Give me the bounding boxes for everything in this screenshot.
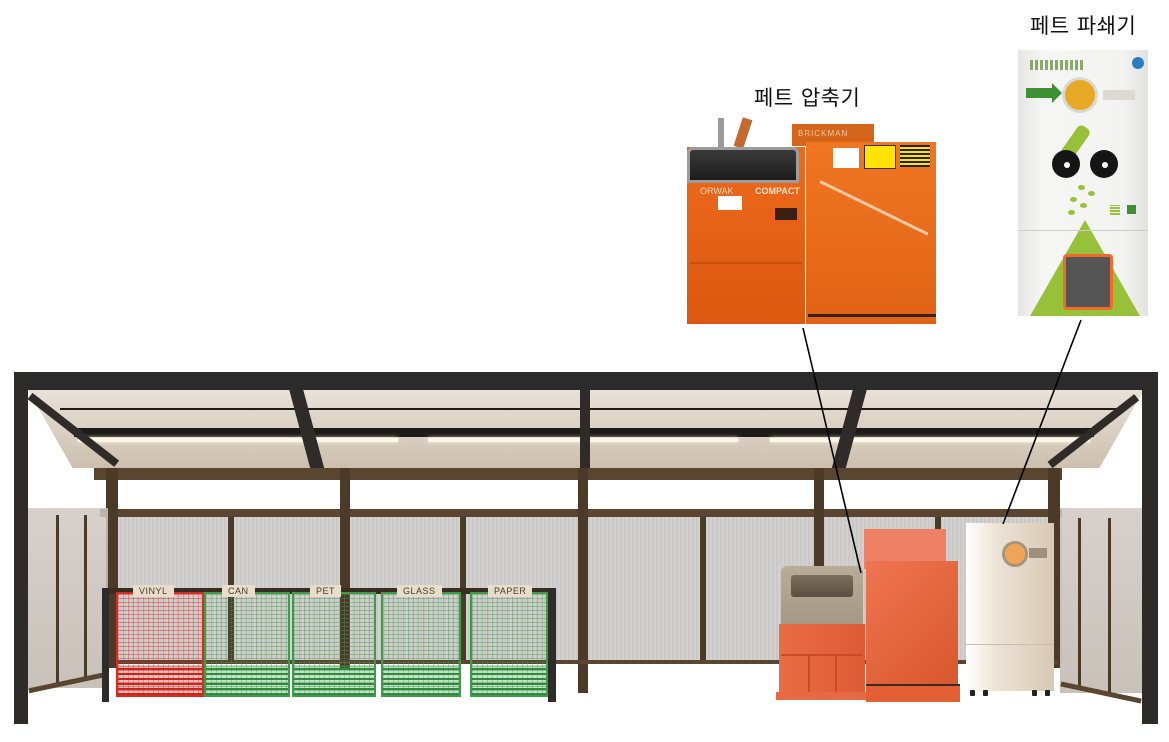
bin-base bbox=[118, 665, 202, 695]
back-post bbox=[340, 468, 350, 668]
shredder-insert-port bbox=[1002, 541, 1028, 567]
side-wall-left bbox=[28, 508, 108, 688]
corner-post-right bbox=[1142, 372, 1158, 724]
shredder-control-panel bbox=[1029, 548, 1047, 558]
globe-logo-icon bbox=[1132, 57, 1144, 69]
baler-body bbox=[866, 561, 958, 686]
shredder-wheel bbox=[1032, 690, 1037, 696]
bin-label-can: CAN bbox=[222, 585, 255, 597]
corner-post-left bbox=[14, 372, 28, 724]
shredder-seam bbox=[966, 644, 1054, 645]
bin-label-paper: PAPER bbox=[488, 585, 533, 597]
pellet-icon bbox=[1068, 210, 1075, 215]
bin-vinyl[interactable] bbox=[116, 592, 204, 697]
back-post bbox=[106, 468, 118, 668]
photo-shredder-seam bbox=[1018, 230, 1148, 231]
compactor-body bbox=[779, 624, 865, 694]
bottle-insert-port bbox=[1062, 77, 1098, 113]
photo-shredder-window bbox=[1063, 254, 1113, 310]
ceiling-light bbox=[78, 438, 398, 442]
shredder-leader-line bbox=[1002, 319, 1082, 525]
photo-paper-label bbox=[718, 196, 742, 210]
compactor-callout-title: 페트 압축기 bbox=[754, 86, 861, 110]
side-wall-right bbox=[1060, 508, 1142, 693]
bin-rack-post bbox=[548, 588, 556, 702]
photo-baler-lid bbox=[687, 147, 799, 183]
photo-button-panel bbox=[1103, 90, 1135, 100]
bin-rack-post bbox=[102, 588, 109, 702]
bin-pet[interactable] bbox=[292, 592, 376, 697]
saw-blade-icon bbox=[1090, 150, 1118, 178]
pellet-icon bbox=[1078, 185, 1085, 190]
back-post bbox=[578, 468, 588, 693]
photo-baler-top-panel: BRICKMAN bbox=[792, 124, 874, 146]
warning-sticker bbox=[864, 145, 896, 169]
rafter bbox=[580, 390, 590, 470]
shredder-wheel bbox=[1045, 690, 1050, 696]
bin-label-glass: GLASS bbox=[397, 585, 442, 597]
photo-compact-label: COMPACT bbox=[755, 186, 800, 196]
back-post bbox=[700, 517, 706, 663]
shredder-callout-title: 페트 파쇄기 bbox=[1030, 14, 1137, 38]
pellet-icon bbox=[1080, 203, 1087, 208]
bin-label-pet: PET bbox=[310, 585, 342, 597]
side-mullion bbox=[56, 515, 59, 685]
photo-brickman-label: BRICKMAN bbox=[798, 129, 849, 138]
compactor-panel-line bbox=[781, 654, 863, 656]
shredder-wheel bbox=[970, 690, 975, 696]
saw-blade-icon bbox=[1052, 150, 1080, 178]
safety-sticker bbox=[833, 148, 859, 168]
pellet-icon bbox=[1088, 191, 1095, 196]
bin-label-vinyl: VINYL bbox=[133, 585, 174, 597]
shredder-wheel bbox=[983, 690, 988, 696]
bin-base bbox=[383, 665, 459, 695]
photo-base-line bbox=[808, 314, 936, 317]
bin-base bbox=[294, 665, 374, 695]
bin-base bbox=[472, 665, 546, 695]
instruction-sticker bbox=[900, 145, 930, 167]
bin-base bbox=[206, 665, 288, 695]
roof-fascia bbox=[14, 372, 1158, 390]
side-mullion bbox=[1108, 518, 1111, 696]
tshirt-icon bbox=[1127, 205, 1136, 214]
compactor-leader-line bbox=[802, 327, 862, 574]
photo-orwak-label: ORWAK bbox=[700, 186, 734, 196]
photo-pipe bbox=[718, 118, 724, 152]
pellet-icon bbox=[1070, 197, 1077, 202]
ceiling-light bbox=[770, 438, 1090, 442]
photo-baler-right-unit bbox=[806, 142, 936, 324]
photo-handle bbox=[775, 208, 797, 220]
bottom-rail bbox=[118, 660, 1058, 664]
ceiling-beam bbox=[60, 408, 1120, 410]
compactor-window bbox=[791, 575, 853, 597]
side-mullion bbox=[1078, 518, 1081, 690]
baler-base bbox=[866, 684, 960, 702]
compactor-panel-line bbox=[808, 656, 810, 694]
photo-door-line bbox=[690, 262, 802, 264]
compactor-panel-line bbox=[835, 656, 837, 694]
compactor-base bbox=[776, 692, 868, 700]
bin-glass[interactable] bbox=[381, 592, 461, 697]
arrow-right-icon bbox=[1026, 83, 1062, 103]
side-mullion bbox=[84, 515, 87, 680]
photo-shredder-heading-text bbox=[1030, 60, 1085, 70]
fiber-icon bbox=[1110, 205, 1120, 215]
